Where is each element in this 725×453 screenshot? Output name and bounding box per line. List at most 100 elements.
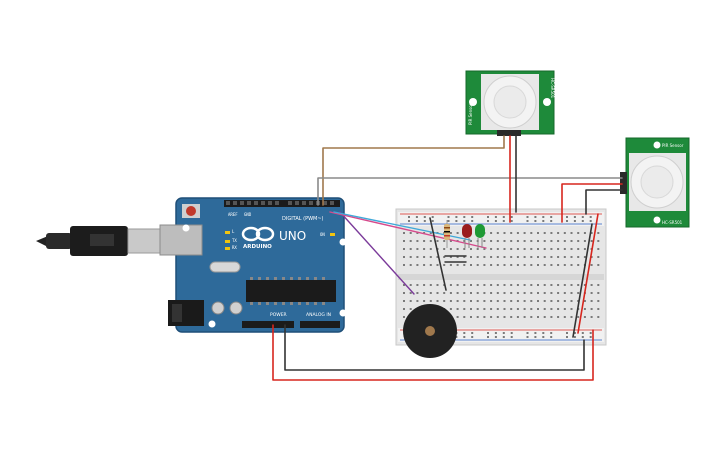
breadboard-hole — [534, 220, 537, 222]
breadboard-hole — [483, 248, 486, 250]
breadboard-hole — [589, 216, 592, 218]
breadboard-hole — [590, 308, 593, 310]
breadboard-hole — [494, 216, 497, 218]
breadboard-hole — [429, 248, 432, 250]
tx-label: TX — [232, 238, 237, 243]
breadboard-hole — [537, 300, 539, 302]
breadboard-hole — [597, 256, 600, 258]
breadboard-hole — [550, 292, 553, 294]
breadboard-hole — [423, 216, 426, 218]
wire-purple[interactable] — [339, 211, 415, 295]
breadboard-hole — [423, 220, 426, 222]
breadboard-hole — [409, 308, 412, 310]
breadboard-hole — [456, 256, 459, 258]
wire-pink[interactable] — [329, 211, 487, 249]
breadboard-hole — [483, 256, 486, 258]
resistor[interactable] — [444, 220, 450, 248]
breadboard-hole — [403, 316, 405, 318]
analog-header — [300, 321, 340, 328]
breadboard-hole — [523, 232, 526, 234]
led-red[interactable] — [462, 224, 472, 248]
breadboard-hole — [550, 220, 553, 222]
breadboard-hole — [423, 284, 426, 286]
breadboard-hole — [483, 308, 486, 310]
wire-black-gnd[interactable] — [284, 324, 585, 371]
breadboard-hole — [583, 300, 586, 302]
breadboard-hole — [409, 300, 412, 302]
breadboard-hole — [496, 232, 499, 234]
breadboard-hole — [523, 256, 526, 258]
breadboard-hole — [583, 316, 586, 318]
breadboard-hole — [563, 292, 566, 294]
breadboard-hole — [550, 336, 553, 338]
breadboard-hole — [416, 240, 419, 242]
breadboard-hole — [496, 248, 499, 250]
breadboard-hole — [557, 240, 560, 242]
pir-top-label-right: HC-SR501 — [550, 78, 555, 99]
breadboard-hole — [423, 256, 426, 258]
breadboard-hole — [516, 256, 519, 258]
breadboard-hole — [403, 300, 405, 302]
breadboard-hole — [530, 316, 533, 318]
breadboard-hole — [570, 316, 573, 318]
breadboard-hole — [550, 316, 553, 318]
breadboard-hole — [543, 308, 546, 310]
led-green[interactable] — [475, 224, 485, 248]
wire-gray[interactable] — [317, 177, 623, 206]
breadboard-hole — [510, 292, 513, 294]
power-header — [242, 321, 294, 328]
breadboard-hole — [530, 256, 533, 258]
wire-red-pir-right[interactable] — [561, 183, 623, 223]
breadboard-hole — [523, 240, 526, 242]
breadboard-hole — [463, 316, 466, 318]
breadboard-hole — [563, 300, 566, 302]
breadboard-hole — [416, 264, 419, 266]
breadboard-hole — [470, 316, 472, 318]
breadboard-hole — [470, 308, 472, 310]
reset-button[interactable] — [186, 206, 196, 216]
piezo-buzzer[interactable] — [403, 304, 457, 358]
breadboard-hole — [526, 336, 529, 338]
breadboard-hole — [416, 292, 419, 294]
breadboard-hole — [570, 264, 573, 266]
breadboard-hole — [537, 292, 539, 294]
breadboard-hole — [503, 300, 506, 302]
breadboard-hole — [403, 256, 405, 258]
breadboard-hole — [456, 284, 459, 286]
breadboard-hole — [503, 316, 506, 318]
wire-black-buzzer[interactable] — [429, 217, 447, 291]
breadboard-hole — [483, 316, 486, 318]
wire-red-5v[interactable] — [272, 324, 594, 381]
breadboard-hole — [563, 284, 566, 286]
breadboard-hole — [530, 284, 533, 286]
wire-black-pir-right[interactable] — [585, 189, 623, 215]
breadboard-hole — [416, 248, 419, 250]
uno-logo-text: UNO — [279, 229, 306, 243]
arduino-uno-board[interactable]: AREF GND DIGITAL (PWM~) UNO ARDUINO L TX… — [159, 197, 347, 333]
breadboard-hole — [436, 292, 439, 294]
breadboard-hole — [589, 336, 592, 338]
wire-brown[interactable] — [322, 135, 505, 206]
breadboard-hole — [496, 256, 499, 258]
pir-top-label-left: PIR Sensor — [468, 103, 473, 125]
breadboard-hole — [503, 292, 506, 294]
breadboard-hole — [530, 308, 533, 310]
breadboard-hole — [583, 284, 586, 286]
pir-sensor-right[interactable]: PIR Sensor HC-SR501 — [620, 137, 690, 228]
breadboard-hole — [542, 220, 545, 222]
breadboard-hole — [543, 316, 546, 318]
wire-red-rail-jumper[interactable] — [577, 213, 599, 334]
pir-sensor-top[interactable]: PIR Sensor HC-SR501 — [465, 70, 555, 136]
breadboard-hole — [456, 292, 459, 294]
digital-label: DIGITAL (PWM~) — [282, 216, 324, 222]
breadboard-hole — [409, 248, 412, 250]
wire-black-rail-jumper[interactable] — [572, 223, 593, 338]
breadboard-hole — [563, 264, 566, 266]
breadboard-hole — [557, 264, 560, 266]
breadboard-hole — [443, 240, 446, 242]
breadboard-hole — [510, 240, 513, 242]
breadboard-hole — [577, 300, 580, 302]
breadboard-hole — [463, 248, 466, 250]
breadboard-hole — [583, 248, 586, 250]
breadboard-hole — [503, 256, 506, 258]
